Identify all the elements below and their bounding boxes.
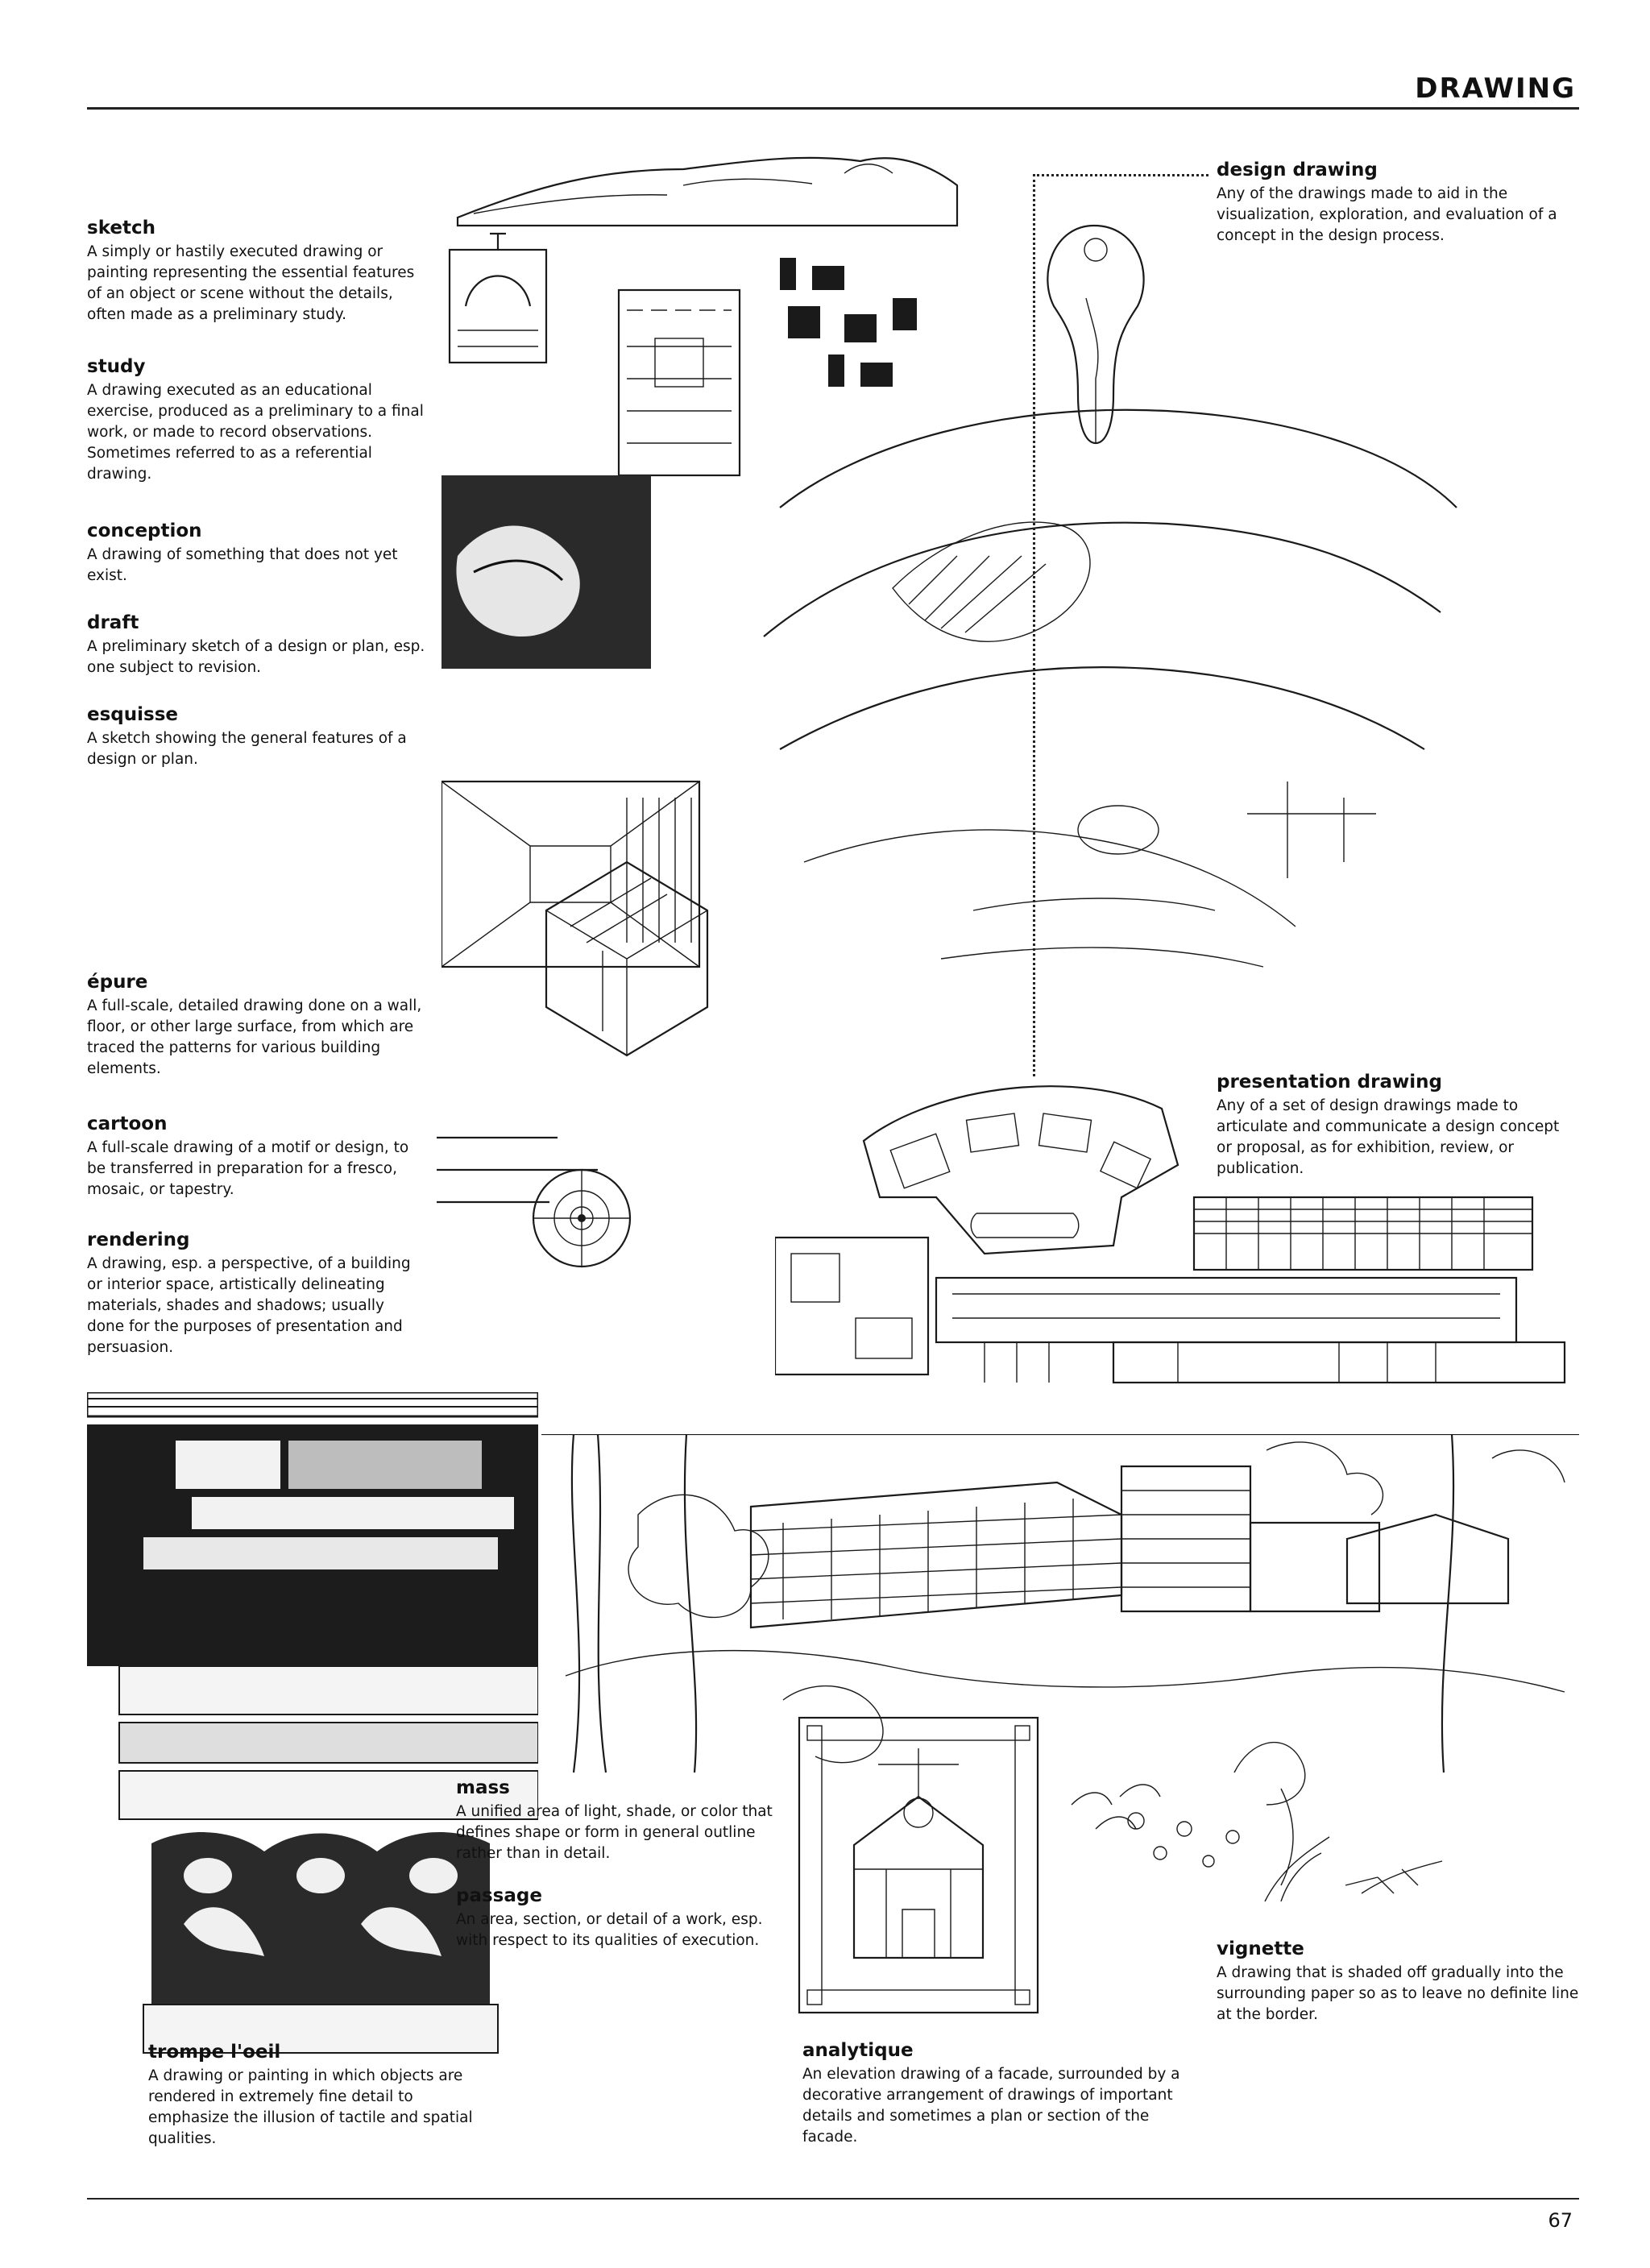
entry-esquisse: esquisse A sketch showing the general fe… xyxy=(87,703,425,770)
definition: Any of the drawings made to aid in the v… xyxy=(1217,185,1557,244)
definition: A drawing, esp. a perspective, of a buil… xyxy=(87,1255,411,1356)
entry-sketch: sketch A simply or hastily executed draw… xyxy=(87,216,425,325)
term: épure xyxy=(87,972,148,993)
term: mass xyxy=(456,1777,510,1798)
floor-plan-drawing xyxy=(775,1085,1566,1384)
vignette-foliage-drawing xyxy=(1071,1784,1443,1902)
entry-draft: draft A preliminary sketch of a design o… xyxy=(87,611,425,678)
term: rendering xyxy=(87,1229,190,1250)
term: conception xyxy=(87,520,202,541)
definition: A simply or hastily executed drawing or … xyxy=(87,243,415,323)
term: analytique xyxy=(802,2040,914,2061)
term: design drawing xyxy=(1217,160,1378,180)
term: study xyxy=(87,356,146,377)
entry-epure: épure A full-scale, detailed drawing don… xyxy=(87,970,425,1080)
definition: A drawing or painting in which objects a… xyxy=(148,2067,473,2147)
house-rendering-drawing xyxy=(541,1434,1579,1806)
definition: A drawing executed as an educational exe… xyxy=(87,382,424,483)
term: passage xyxy=(456,1885,542,1906)
entry-vignette: vignette A drawing that is shaded off gr… xyxy=(1217,1937,1579,2025)
definition: A drawing that is shaded off gradually i… xyxy=(1217,1964,1579,2023)
definition: Any of a set of design drawings made to … xyxy=(1217,1097,1560,1177)
trompe-loeil-capital-drawing xyxy=(87,1392,538,2054)
definition: An area, section, or detail of a work, e… xyxy=(456,1911,763,1949)
volute-cartoon-drawing xyxy=(437,1136,632,1268)
term: cartoon xyxy=(87,1113,168,1134)
entry-conception: conception A drawing of something that d… xyxy=(87,519,425,587)
definition: An elevation drawing of a facade, surrou… xyxy=(802,2066,1180,2146)
entry-presentation-drawing: presentation drawing Any of a set of des… xyxy=(1217,1070,1579,1180)
term: draft xyxy=(87,612,139,633)
term: trompe l'oeil xyxy=(148,2042,281,2063)
definition: A full-scale, detailed drawing done on a… xyxy=(87,997,422,1077)
term: esquisse xyxy=(87,704,178,725)
definition: A full-scale drawing of a motif or desig… xyxy=(87,1139,409,1198)
entry-trompe-loeil: trompe l'oeil A drawing or painting in w… xyxy=(148,2040,495,2150)
definition: A unified area of light, shade, or color… xyxy=(456,1803,773,1862)
entry-analytique: analytique An elevation drawing of a fac… xyxy=(802,2038,1181,2148)
entry-passage: passage An area, section, or detail of a… xyxy=(456,1884,778,1951)
header-rule xyxy=(87,107,1579,110)
definition: A drawing of something that does not yet… xyxy=(87,546,398,584)
definition: A sketch showing the general features of… xyxy=(87,730,407,768)
term: sketch xyxy=(87,218,155,238)
design-sketch-collage xyxy=(442,156,1457,1057)
entry-design-drawing: design drawing Any of the drawings made … xyxy=(1217,158,1579,247)
entry-study: study A drawing executed as an education… xyxy=(87,355,425,485)
entry-mass: mass A unified area of light, shade, or … xyxy=(456,1776,778,1864)
definition: A preliminary sketch of a design or plan… xyxy=(87,638,425,676)
analytique-drawing xyxy=(798,1716,1039,2014)
term: vignette xyxy=(1217,1938,1304,1959)
leader-line xyxy=(1033,174,1208,176)
term: presentation drawing xyxy=(1217,1072,1442,1093)
leader-line xyxy=(1033,174,1035,1076)
page-number: 67 xyxy=(1548,2209,1573,2232)
entry-rendering: rendering A drawing, esp. a perspective,… xyxy=(87,1228,425,1358)
section-title: DRAWING xyxy=(1415,73,1576,105)
entry-cartoon: cartoon A full-scale drawing of a motif … xyxy=(87,1112,425,1200)
footer-rule xyxy=(87,2198,1579,2200)
